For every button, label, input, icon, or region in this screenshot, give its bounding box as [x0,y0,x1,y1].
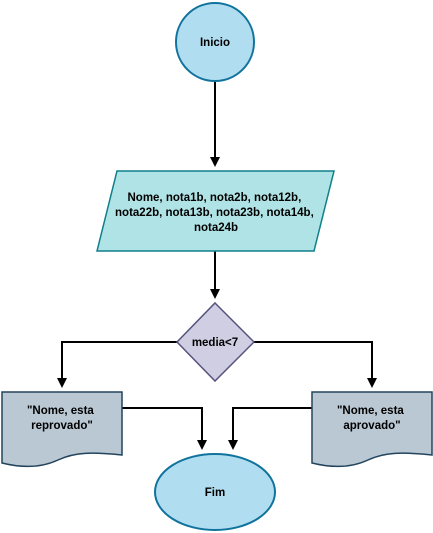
output-pass-node: "Nome, esta aprovado" [311,391,433,468]
output-pass-label-line: "Nome, esta [337,405,404,417]
arrow-decision-to-fail [57,341,177,388]
decision-node: media<7 [175,301,256,383]
input-label-line: nota22b, nota13b, nota23b, nota14b, [115,207,314,219]
output-fail-label-line: reprovado" [31,420,93,432]
input-label: Nome, nota1b, nota2b, nota12b, nota22b, … [115,192,317,234]
output-fail-document [1,391,123,468]
output-pass-document [311,391,433,468]
input-node: Nome, nota1b, nota2b, nota12b, nota22b, … [96,170,335,252]
end-label: Fim [205,487,225,499]
start-node: Inicio [175,2,255,82]
output-fail-label-line: "Nome, esta [27,405,94,417]
connectors [57,82,377,450]
output-fail-node: "Nome, esta reprovado" [1,391,123,468]
end-ellipse [154,453,276,531]
start-label: Inicio [200,37,230,49]
arrow-pass-to-end [228,407,312,450]
end-node: Fim [154,453,276,531]
start-circle [175,2,255,82]
output-pass-label-line: aprovado" [343,420,400,432]
decision-diamond [175,301,256,383]
arrow-decision-to-pass [254,341,377,388]
input-label-line: Nome, nota1b, nota2b, nota12b, [127,192,301,204]
output-pass-label: "Nome, esta aprovado" [337,405,407,432]
decision-label: media<7 [192,337,238,349]
input-label-line: nota24b [194,222,238,234]
output-fail-label: "Nome, esta reprovado" [27,405,97,432]
arrow-fail-to-end [122,407,207,450]
input-parallelogram [96,170,335,252]
